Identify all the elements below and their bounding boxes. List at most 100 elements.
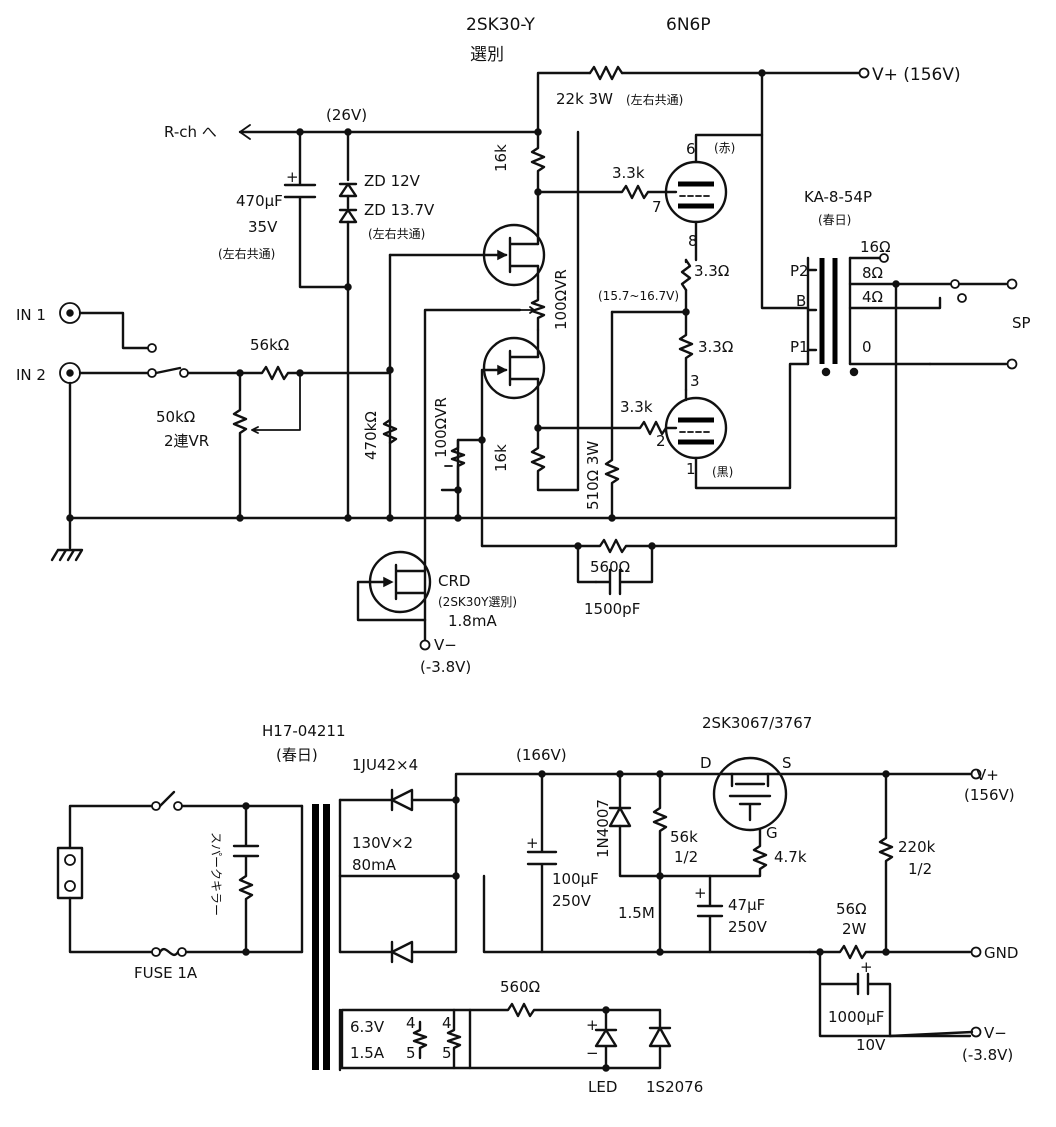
- p2-label: P2: [790, 262, 809, 280]
- r22k-note: (左右共通): [626, 92, 683, 107]
- heater-voltage-label: 6.3V: [350, 1018, 385, 1036]
- svg-text:+: +: [526, 834, 539, 852]
- pin-4a-label: 4: [406, 1014, 416, 1032]
- c100-voltage: 250V: [552, 892, 592, 910]
- pin-5b-label: 5: [442, 1044, 452, 1062]
- vr50k-type: 2連VR: [164, 432, 209, 450]
- jfet-selection-note-2: 選別: [470, 45, 504, 65]
- in2-label: IN 2: [16, 366, 46, 384]
- pin-4b-label: 4: [442, 1014, 452, 1032]
- secondary-voltage-label: 130V×2: [352, 834, 413, 852]
- svg-text:+: +: [586, 1016, 599, 1034]
- c47-voltage: 250V: [728, 918, 768, 936]
- psu-v-minus-value: (-3.8V): [962, 1046, 1013, 1064]
- c100-label: 100μF: [552, 870, 599, 888]
- power-transformer-maker: (春日): [276, 746, 318, 764]
- tap-0-label: 0: [862, 338, 872, 356]
- v166-label: (166V): [516, 746, 567, 764]
- pin-8-label: 8: [688, 232, 698, 250]
- heater-current-label: 1.5A: [350, 1044, 385, 1062]
- psu-v-plus-label: V+: [976, 766, 999, 784]
- mosfet-label: 2SK3067/3767: [702, 714, 812, 732]
- pin-2-label: 2: [656, 432, 666, 450]
- power-supply-circuit: + + +: [56, 756, 982, 1072]
- tap-8-label: 8Ω: [862, 264, 883, 282]
- crd-label: CRD: [438, 572, 470, 590]
- c47-label: 47μF: [728, 896, 765, 914]
- amplifier-labels: 2SK30-Y 選別 6N6P V+ (156V) 22k 3W (左右共通) …: [16, 15, 1031, 676]
- tap-4-label: 4Ω: [862, 288, 883, 306]
- secondary-current-label: 80mA: [352, 856, 397, 874]
- power-transformer-label: H17-04211: [262, 722, 346, 740]
- tube-type-label: 6N6P: [666, 15, 711, 35]
- c1000-voltage: 10V: [856, 1036, 886, 1054]
- psu-v-minus-label: V−: [984, 1024, 1007, 1042]
- zener-12v-label: ZD 12V: [364, 172, 421, 190]
- gate-label: G: [766, 824, 778, 842]
- spark-killer-label: スパークキラー: [209, 832, 223, 916]
- pin-3-label: 3: [690, 372, 700, 390]
- cathode-voltage-label: (15.7~16.7V): [598, 289, 679, 303]
- jfet-selection-note: 2SK30-Y: [466, 15, 536, 35]
- rch-label: R-ch へ: [164, 123, 217, 141]
- r33k-upper-label: 3.3k: [612, 164, 645, 182]
- d1n4007-label: 1N4007: [594, 799, 612, 858]
- svg-text:+: +: [694, 884, 707, 902]
- in1-label: IN 1: [16, 306, 46, 324]
- v26-label: (26V): [326, 106, 367, 124]
- r15m-label: 1.5M: [618, 904, 655, 922]
- drain-label: D: [700, 754, 712, 772]
- black-wire-label: (黒): [712, 465, 733, 479]
- amplifier-circuit: +: [50, 65, 1018, 651]
- power-supply-labels: H17-04211 (春日) 1JU42×4 (166V) 2SK3067/37…: [134, 714, 1018, 1096]
- c470-voltage: 35V: [248, 218, 278, 236]
- c1000-label: 1000μF: [828, 1008, 884, 1026]
- r220k-watt: 1/2: [908, 860, 932, 878]
- diode-1s2076-label: 1S2076: [646, 1078, 703, 1096]
- svg-text:−: −: [586, 1044, 599, 1062]
- c1500-label: 1500pF: [584, 600, 640, 618]
- b-label: B: [796, 292, 806, 310]
- r470k-label: 470kΩ: [362, 411, 380, 460]
- crd-part-label: (2SK30Y選別): [438, 595, 517, 609]
- psu-v-plus-value: (156V): [964, 786, 1015, 804]
- c470-label: 470μF: [236, 192, 283, 210]
- zener-13v-label: ZD 13.7V: [364, 201, 435, 219]
- r22k-label: 22k 3W: [556, 90, 613, 108]
- v-plus-label: V+ (156V): [872, 65, 961, 85]
- output-transformer-label: KA-8-54P: [804, 188, 872, 206]
- vr100-upper-label: 100ΩVR: [552, 269, 570, 330]
- gnd-label: GND: [984, 944, 1018, 962]
- r33k-lower-label: 3.3k: [620, 398, 653, 416]
- p1-label: P1: [790, 338, 809, 356]
- r560-psu-label: 560Ω: [500, 978, 540, 996]
- r16k-upper-label: 16k: [492, 144, 510, 172]
- sp-label: SP: [1012, 314, 1031, 332]
- r33-lower-label: 3.3Ω: [698, 338, 733, 356]
- tap-16-label: 16Ω: [860, 238, 891, 256]
- r220k-label: 220k: [898, 838, 936, 856]
- r56-psu-label: 56Ω: [836, 900, 867, 918]
- diodes-label: 1JU42×4: [352, 756, 418, 774]
- led-label: LED: [588, 1078, 617, 1096]
- r56k-label: 56kΩ: [250, 336, 289, 354]
- v-minus-value: (-3.8V): [420, 658, 471, 676]
- r33-upper-label: 3.3Ω: [694, 262, 729, 280]
- pin-7-label: 7: [652, 198, 662, 216]
- r56-psu-watt: 2W: [842, 920, 867, 938]
- r510-label: 510Ω 3W: [584, 441, 602, 510]
- r16k-lower-label: 16k: [492, 444, 510, 472]
- svg-text:+: +: [286, 168, 299, 186]
- r560-feedback-label: 560Ω: [590, 558, 630, 576]
- vr100-lower-label: 100ΩVR: [432, 397, 450, 458]
- c470-note: (左右共通): [218, 246, 275, 261]
- zener-note: (左右共通): [368, 226, 425, 241]
- pin-6-label: 6: [686, 140, 696, 158]
- r47k-label: 4.7k: [774, 848, 807, 866]
- svg-text:+: +: [860, 958, 873, 976]
- pin-1-label: 1: [686, 460, 696, 478]
- pin-5a-label: 5: [406, 1044, 416, 1062]
- v-minus-label: V−: [434, 636, 457, 654]
- vr50k-label: 50kΩ: [156, 408, 195, 426]
